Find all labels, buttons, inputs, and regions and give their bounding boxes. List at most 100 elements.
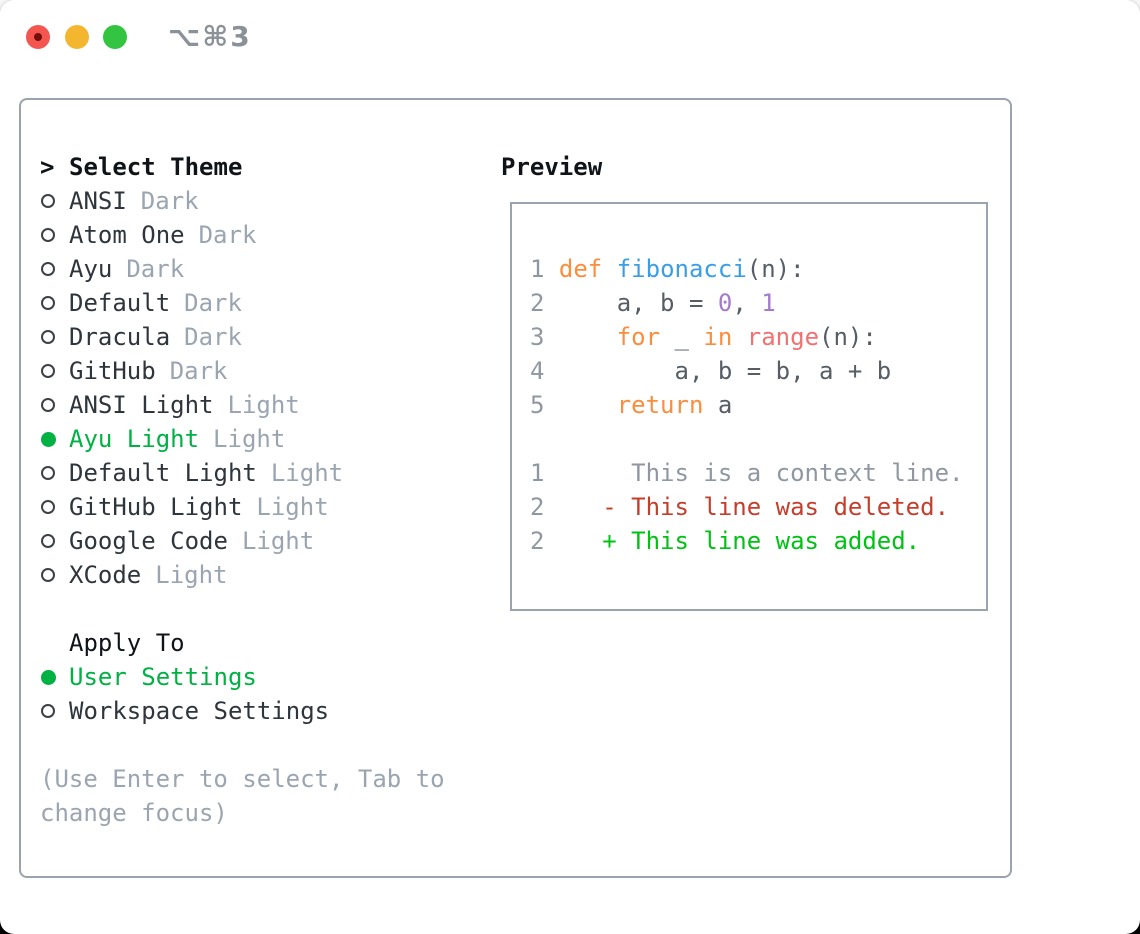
theme-variant-label: Dark (126, 255, 185, 283)
option-label: XCode (69, 561, 142, 589)
close-button[interactable] (26, 25, 50, 49)
code-segment-num: 4 (530, 357, 559, 385)
title-bar: ⌥⌘3 (0, 0, 1140, 74)
option-label: User Settings (69, 663, 257, 691)
apply-to-option[interactable]: Workspace Settings (40, 694, 445, 728)
radio-unselected-icon (40, 194, 69, 208)
theme-variant-label: Light (256, 493, 329, 521)
option-label: GitHub Light (69, 493, 243, 521)
radio-unselected-icon (40, 330, 69, 344)
radio-unselected-icon (40, 466, 69, 480)
theme-variant-label: Light (227, 391, 300, 419)
code-segment-fg: a, b = (558, 289, 718, 317)
option-label: Ayu (69, 255, 113, 283)
code-segment-const: 0 (717, 289, 733, 317)
code-line: 2 a, b = 0, 1 (530, 286, 963, 320)
theme-option[interactable]: Ayu Light Light (40, 422, 445, 456)
circle-outline-icon (41, 228, 55, 242)
code-segment-fg: a (703, 391, 733, 419)
theme-option[interactable]: Atom One Dark (40, 218, 445, 252)
zoom-button[interactable] (103, 25, 127, 49)
code-segment-num: 1 (530, 255, 559, 283)
radio-selected-icon (40, 669, 69, 685)
radio-unselected-icon (40, 228, 69, 242)
code-line: 2 - This line was deleted. (530, 490, 963, 524)
radio-unselected-icon (40, 364, 69, 378)
code-segment-num: 2 (530, 493, 545, 521)
selection-prompt-icon: > (40, 153, 55, 181)
code-segment-add: + This line was added. (544, 527, 921, 555)
circle-outline-icon (41, 398, 55, 412)
code-segment-kw: def (558, 255, 603, 283)
theme-option[interactable]: Ayu Dark (40, 252, 445, 286)
option-label: ANSI Light (69, 391, 214, 419)
theme-option[interactable]: ANSI Light Light (40, 388, 445, 422)
code-segment-fg: a, b = b, a + b (558, 357, 892, 385)
code-segment-fg (732, 323, 746, 351)
spacer (40, 728, 445, 762)
apply-to-option[interactable]: User Settings (40, 660, 445, 694)
theme-list-header: >Select Theme (40, 150, 445, 184)
radio-unselected-icon (40, 534, 69, 548)
code-segment-call: range (746, 323, 820, 351)
theme-option[interactable]: GitHub Light Light (40, 490, 445, 524)
window-title-shortcut: ⌥⌘3 (168, 20, 252, 53)
circle-outline-icon (41, 330, 55, 344)
apply-to-header: Apply To (40, 626, 445, 660)
radio-unselected-icon (40, 500, 69, 514)
circle-outline-icon (41, 296, 55, 310)
option-label: Default (69, 289, 171, 317)
code-segment-fg (602, 255, 616, 283)
theme-variant-label: Light (213, 425, 286, 453)
spacer (40, 592, 445, 626)
filled-circle-icon (41, 669, 56, 685)
circle-outline-icon (41, 534, 55, 548)
code-line (530, 422, 963, 456)
code-segment-del: - This line was deleted. (544, 493, 950, 521)
option-label: Atom One (69, 221, 185, 249)
minimize-button[interactable] (65, 25, 89, 49)
theme-variant-label: Dark (184, 289, 242, 317)
code-line: 1 def fibonacci(n): (530, 252, 963, 286)
circle-outline-icon (41, 500, 55, 514)
code-segment-ctx: This is a context line. (544, 459, 964, 487)
code-segment-num: 3 (530, 323, 559, 351)
circle-outline-icon (41, 194, 55, 208)
circle-outline-icon (41, 466, 55, 480)
radio-unselected-icon (40, 568, 69, 582)
code-segment-fn: fibonacci (616, 255, 747, 283)
help-text-line-1: (Use Enter to select, Tab to (40, 765, 445, 793)
code-segment-fg: _ (660, 323, 704, 351)
code-line: 4 a, b = b, a + b (530, 354, 963, 388)
option-label: Workspace Settings (69, 697, 330, 725)
code-segment-fg: (n): (819, 323, 877, 351)
code-segment-kw: return (616, 391, 704, 419)
filled-circle-icon (41, 431, 56, 447)
code-segment-num: 5 (530, 391, 559, 419)
option-label: Ayu Light (69, 425, 200, 453)
preview-title: Preview (501, 153, 603, 181)
option-label: ANSI (69, 187, 127, 215)
code-line: 2 + This line was added. (530, 524, 963, 558)
theme-option[interactable]: Default Dark (40, 286, 445, 320)
code-segment-kw: for (616, 323, 661, 351)
code-segment-fg (559, 391, 617, 419)
code-line: 3 for _ in range(n): (530, 320, 963, 354)
theme-variant-label: Light (270, 459, 344, 487)
code-segment-num: 2 (530, 527, 545, 555)
circle-outline-icon (41, 364, 55, 378)
theme-variant-label: Dark (198, 221, 257, 249)
